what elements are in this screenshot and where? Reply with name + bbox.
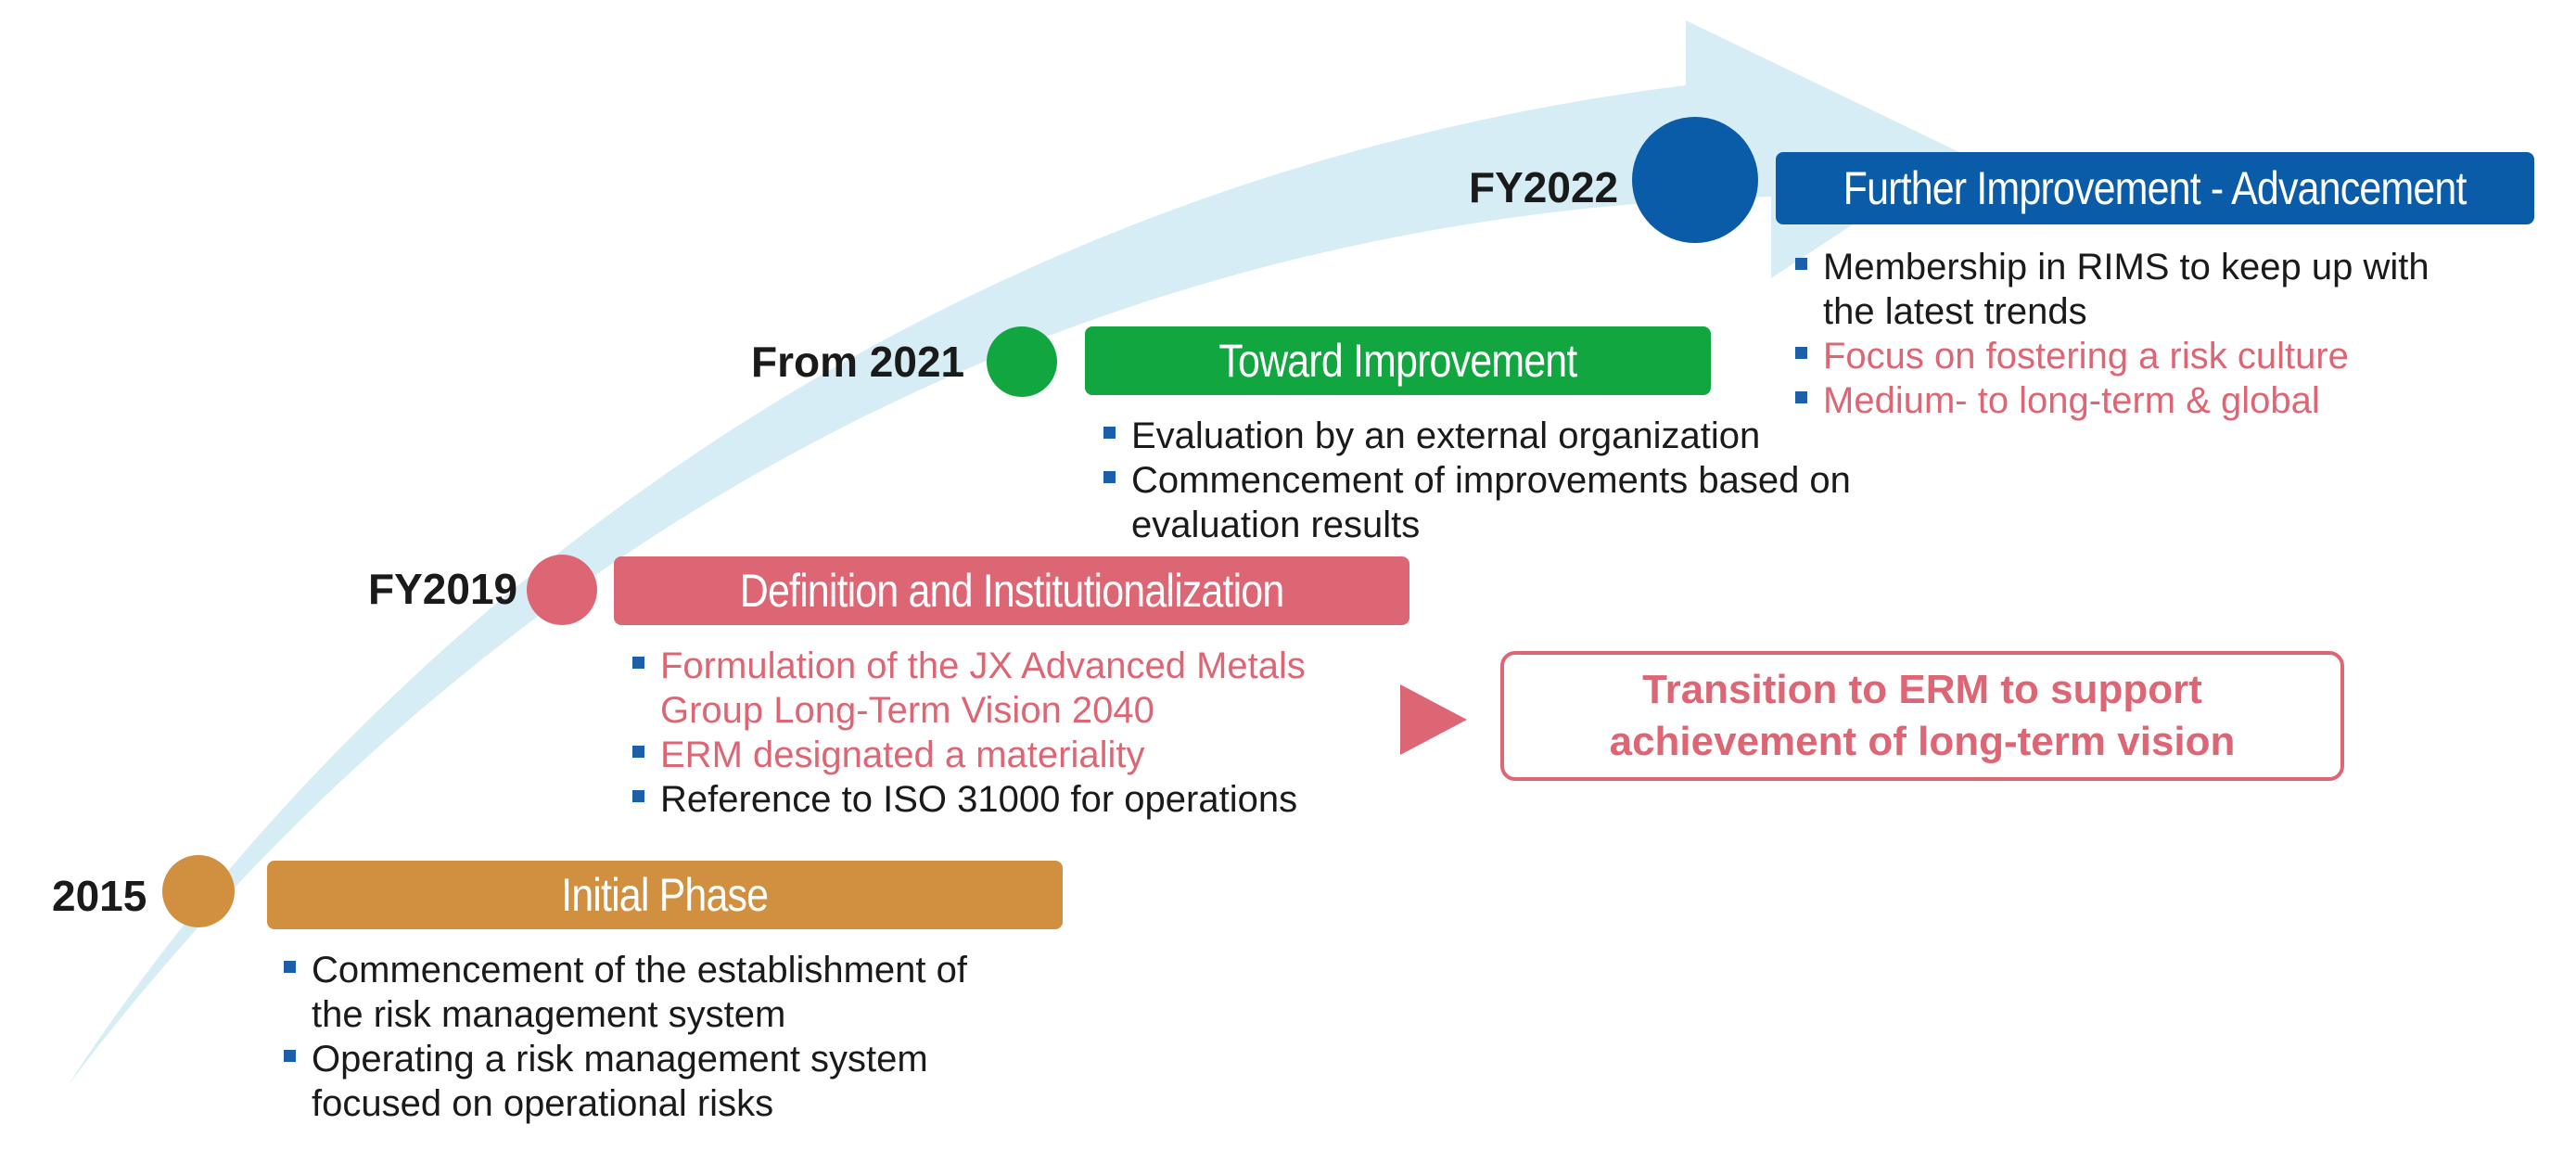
year-label-from-2021: From 2021 (751, 338, 965, 386)
bullet-item: Evaluation by an external organization (1100, 414, 1971, 458)
phase-bullets-further-improvement: Membership in RIMS to keep up with the l… (1792, 245, 2552, 423)
year-label-2015: 2015 (52, 872, 147, 920)
bullet-item: Operating a risk management system focus… (280, 1037, 1078, 1126)
bullet-item: Focus on fostering a risk culture (1792, 334, 2552, 378)
phase-title-initial: Initial Phase (561, 869, 769, 921)
bullet-item: Commencement of improvements based on ev… (1100, 458, 1971, 547)
transition-callout-box: Transition to ERM to support achievement… (1500, 651, 2344, 781)
phase-bullets-definition: Formulation of the JX Advanced Metals Gr… (629, 644, 1426, 822)
phase-dot-2015 (162, 855, 235, 927)
year-label-fy2022: FY2022 (1469, 163, 1619, 211)
bullet-item: ERM designated a materiality (629, 733, 1426, 777)
transition-arrow-icon (1400, 684, 1467, 755)
year-label-fy2019: FY2019 (368, 565, 518, 613)
bullet-item: Reference to ISO 31000 for operations (629, 777, 1426, 822)
phase-dot-fy2022 (1632, 117, 1758, 243)
phase-bar-further-improvement: Further Improvement - Advancement (1776, 152, 2534, 224)
phase-bullets-initial: Commencement of the establishment of the… (280, 948, 1078, 1126)
phase-bar-toward-improvement: Toward Improvement (1085, 326, 1711, 395)
bullet-item: Commencement of the establishment of the… (280, 948, 1078, 1037)
transition-text-line1: Transition to ERM to support (1642, 667, 2202, 712)
phase-bullets-toward-improvement: Evaluation by an external organization C… (1100, 414, 1971, 547)
phase-title-definition: Definition and Institutionalization (739, 565, 1284, 617)
bullet-item: Formulation of the JX Advanced Metals Gr… (629, 644, 1426, 733)
phase-title-further-improvement: Further Improvement - Advancement (1843, 162, 2468, 214)
phase-bar-initial: Initial Phase (267, 861, 1063, 929)
phase-dot-2021 (987, 326, 1057, 397)
phase-title-toward-improvement: Toward Improvement (1218, 335, 1577, 387)
transition-text-line2: achievement of long-term vision (1609, 719, 2236, 764)
phase-bar-definition: Definition and Institutionalization (614, 556, 1409, 625)
phase-dot-fy2019 (527, 555, 597, 625)
bullet-item: Medium- to long-term & global (1792, 378, 2552, 423)
curved-arrow-shape (67, 20, 1961, 1087)
bullet-item: Membership in RIMS to keep up with the l… (1792, 245, 2552, 334)
